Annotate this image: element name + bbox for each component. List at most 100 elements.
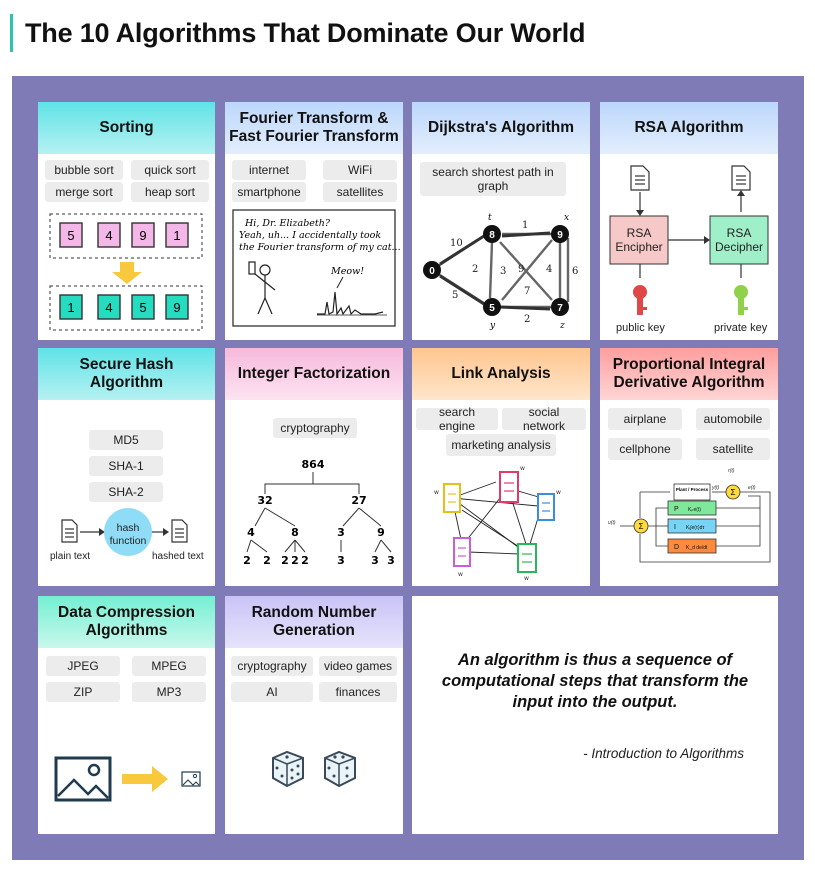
card-random: Random Number Generation cryptography vi…: [225, 596, 403, 834]
card-sorting: Sorting bubble sort quick sort merge sor…: [38, 102, 215, 340]
image-icon: [54, 756, 112, 802]
rsa-decipher-label: RSA Decipher: [714, 226, 764, 254]
sorted-cells: 1 4 5 9: [59, 294, 189, 320]
edge-weight: 2: [472, 264, 478, 275]
tag: ZIP: [46, 682, 120, 702]
cell-value: 1: [67, 300, 74, 315]
ki-term: Kᵢ∫e(τ)dτ: [686, 525, 704, 531]
public-key-label: public key: [616, 322, 665, 334]
tag: MD5: [89, 430, 163, 450]
card-title: Link Analysis: [412, 348, 590, 400]
page-title: The 10 Algorithms That Dominate Our Worl…: [10, 14, 586, 52]
rsa-encipher-label: RSA Encipher: [615, 226, 663, 254]
graph-node: [551, 225, 569, 243]
node-label: 9: [557, 230, 563, 241]
card-dijkstra: Dijkstra's Algorithm search shortest pat…: [412, 102, 590, 340]
card-fourier: Fourier Transform & Fast Fourier Transfo…: [225, 102, 403, 340]
tree-leaf: 3: [387, 554, 395, 567]
p-label: P: [674, 506, 679, 513]
card-title: Secure Hash Algorithm: [38, 348, 215, 400]
private-key-label: private key: [714, 322, 768, 334]
sigma-symbol: Σ: [639, 522, 644, 531]
hash-diagram: [61, 508, 188, 556]
edge-weight: 9: [518, 264, 524, 275]
node-label: 8: [489, 230, 495, 241]
comic-line: the Fourier transform of my cat...: [239, 242, 401, 253]
tag: search shortest path in graph: [420, 162, 566, 196]
edge-weight: 5: [452, 290, 458, 301]
cell-value: 5: [139, 300, 146, 315]
unsorted-cells: 5 4 9 1: [59, 222, 189, 248]
plain-text-label: plain text: [50, 551, 91, 562]
tag: finances: [319, 682, 397, 702]
quote-card: An algorithm is thus a sequence of compu…: [412, 596, 778, 834]
hashed-text-label: hashed text: [152, 551, 204, 562]
card-hash: Secure Hash Algorithm MD5 SHA-1 SHA-2 ha…: [38, 348, 215, 586]
weight-label: w: [556, 489, 561, 496]
tag: SHA-2: [89, 482, 163, 502]
comic-meow: Meow!: [330, 266, 364, 277]
quote-text: An algorithm is thus a sequence of compu…: [441, 651, 749, 711]
document-icon: [61, 519, 78, 543]
card-link-analysis: Link Analysis search engine social netwo…: [412, 348, 590, 586]
ut-label: u(t): [608, 520, 616, 526]
edge-weight: 4: [546, 264, 552, 275]
weight-label: w: [520, 465, 525, 472]
card-title: Proportional Integral Derivative Algorit…: [600, 348, 778, 400]
tag: satellites: [323, 182, 397, 202]
tree-leaf: 2: [281, 554, 289, 567]
et-label: e(t): [748, 485, 756, 491]
compression-diagram: [54, 756, 201, 802]
edge-weight: 6: [572, 266, 578, 277]
tag: search engine: [416, 405, 498, 433]
kd-term: K_d de/dt: [686, 545, 708, 551]
link-graph: w w w w w: [434, 465, 561, 582]
tree-leaf: 2: [263, 554, 271, 567]
edge-weight: 3: [500, 266, 506, 277]
node-label: 0: [429, 266, 435, 277]
tree-leaf: 2: [243, 554, 251, 567]
tree-leaf: 2: [301, 554, 309, 567]
cell-value: 9: [173, 300, 180, 315]
document-icon: [171, 519, 188, 543]
edge-weight: 10: [450, 238, 463, 249]
graph-node: [551, 298, 569, 316]
graph-node: [483, 298, 501, 316]
card-pid: Proportional Integral Derivative Algorit…: [600, 348, 778, 586]
cell-value: 1: [173, 228, 180, 243]
tag: airplane: [608, 408, 682, 430]
comic-line: Hi, Dr. Elizabeth?: [244, 218, 331, 229]
stick-figure-icon: [248, 261, 276, 315]
tag: bubble sort: [45, 160, 123, 180]
tag: marketing analysis: [446, 434, 556, 456]
tree-leaf: 2: [291, 554, 299, 567]
comic-line: Yeah, uh... I accidentally took: [239, 230, 381, 241]
rsa-diagram: [609, 165, 769, 315]
tree-node: 32: [257, 494, 272, 507]
graph-node: [483, 225, 501, 243]
node-label: 7: [557, 303, 563, 314]
tag: satellite: [696, 438, 770, 460]
i-label: I: [674, 524, 676, 531]
tag: MP3: [132, 682, 206, 702]
hash-function-label: hash function: [109, 522, 147, 547]
tag: AI: [231, 682, 313, 702]
cell-value: 4: [105, 300, 112, 315]
node-letter: x: [564, 213, 569, 223]
weight-label: w: [524, 575, 529, 582]
node-letter: z: [559, 321, 565, 331]
dice-diagram: [272, 750, 356, 788]
edge-weight: 1: [522, 220, 528, 231]
sorting-diagram: 5 4 9 1 1 4 5 9: [49, 213, 203, 331]
fourier-comic: Hi, Dr. Elizabeth? Yeah, uh... I acciden…: [232, 209, 401, 327]
sigma-symbol: Σ: [731, 488, 736, 497]
tree-node: 3: [337, 526, 345, 539]
tag: cellphone: [608, 438, 682, 460]
tree-node: 9: [377, 526, 385, 539]
card-compression: Data Compression Algorithms JPEG MPEG ZI…: [38, 596, 215, 834]
tag: cryptography: [273, 418, 357, 438]
weight-label: w: [434, 489, 439, 496]
tree-node: 8: [291, 526, 299, 539]
tag: JPEG: [46, 656, 120, 676]
yt-label: y(t): [711, 485, 720, 491]
